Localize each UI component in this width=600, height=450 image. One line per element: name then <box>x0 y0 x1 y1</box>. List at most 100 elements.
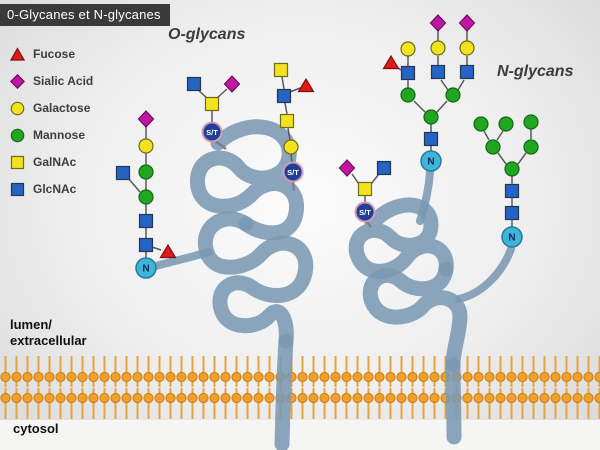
protein-left-arm-to-n-site <box>148 248 213 271</box>
glycan-tree-n3: N <box>473 114 539 248</box>
st-site-label: S/T <box>206 128 218 137</box>
legend-item-sialic-acid: Sialic Acid <box>10 73 94 89</box>
glycan-tree-n1: N <box>115 110 177 279</box>
sialic-acid-icon <box>10 73 25 89</box>
sialic-acid-icon <box>458 14 476 32</box>
n-site-label: N <box>427 157 434 168</box>
galnac-icon <box>10 155 25 169</box>
mannose-icon <box>523 114 539 130</box>
n-glycan-attachment-site: N <box>135 257 157 279</box>
legend: Fucose Sialic Acid Galactose Mannose Gal… <box>10 46 94 209</box>
glcnac-icon <box>430 64 446 80</box>
protein-right-arm-to-n-site-right <box>455 245 515 303</box>
legend-item-glcnac: GlcNAc <box>10 182 93 196</box>
st-site-label: S/T <box>359 208 371 217</box>
st-site-circle <box>201 121 223 143</box>
lumen-label-line2: extracellular <box>10 333 87 348</box>
legend-label: Galactose <box>33 101 91 115</box>
glcnac-icon <box>10 182 25 196</box>
lumen-extracellular-label: lumen/ extracellular <box>10 317 87 349</box>
legend-item-galnac: GalNAc <box>10 155 93 169</box>
membrane-bilayer <box>0 356 600 419</box>
glcnac-icon <box>138 213 154 229</box>
glcnac-icon <box>276 88 292 104</box>
mannose-icon <box>523 139 539 155</box>
fucose-icon <box>159 244 177 259</box>
galactose-icon <box>10 101 25 115</box>
galnac-icon <box>204 96 220 112</box>
glcnac-icon <box>115 165 131 181</box>
glycan-tree-o1: S/T <box>186 75 241 143</box>
glcnac-icon <box>186 76 202 92</box>
protein-right-loops-lower <box>362 261 468 373</box>
lumen-label-line1: lumen/ <box>10 317 52 332</box>
glycan-tree-o2: S/T <box>273 62 315 183</box>
o-glycan-attachment-site: S/T <box>282 161 304 183</box>
legend-item-mannose: Mannose <box>10 128 93 142</box>
mannose-icon <box>400 87 416 103</box>
legend-label: GlcNAc <box>33 182 77 196</box>
membrane-bottom-leaflet <box>0 388 600 419</box>
protein-right <box>348 168 515 445</box>
n-site-label: N <box>508 233 515 244</box>
glcnac-icon <box>459 64 475 80</box>
galnac-icon <box>279 113 295 129</box>
n-site-label: N <box>142 264 149 275</box>
glycan-links <box>127 127 162 258</box>
legend-label: GalNAc <box>33 155 77 169</box>
legend-label: Mannose <box>33 128 86 142</box>
cytosol-band <box>0 420 600 450</box>
protein-right-transmembrane-tail <box>445 357 462 445</box>
n-glycan-attachment-site: N <box>420 150 442 172</box>
st-site-label: S/T <box>287 168 299 177</box>
o-glycan-attachment-site: S/T <box>354 201 376 223</box>
st-site-circle <box>354 201 376 223</box>
glcnac-icon <box>138 237 154 253</box>
n-site-circle <box>420 150 442 172</box>
protein-left-loops-upper <box>190 119 304 241</box>
glycan-tree-o3: S/T <box>338 159 392 223</box>
mannose-icon <box>504 161 520 177</box>
glcnac-icon <box>400 65 416 81</box>
glcnac-icon <box>376 160 392 176</box>
galnac-icon <box>273 62 289 78</box>
mannose-icon <box>473 116 489 132</box>
mannose-icon <box>445 87 461 103</box>
glcnac-icon <box>504 183 520 199</box>
fucose-icon <box>382 55 400 70</box>
protein-left-transmembrane-tail <box>274 333 294 450</box>
membrane-top-leaflet <box>0 356 600 387</box>
sialic-acid-icon <box>338 159 356 177</box>
glcnac-icon <box>423 131 439 147</box>
legend-label: Sialic Acid <box>33 74 94 88</box>
fucose-icon <box>297 78 315 93</box>
mannose-icon <box>138 164 154 180</box>
sialic-acid-icon <box>137 110 155 128</box>
n-site-circle <box>501 226 523 248</box>
galactose-icon <box>430 40 446 56</box>
sialic-acid-icon <box>429 14 447 32</box>
st-site-circle <box>282 161 304 183</box>
galactose-icon <box>138 138 154 154</box>
galnac-icon <box>357 181 373 197</box>
protein-right-arm-to-n-site-top <box>416 168 434 225</box>
glycan-links <box>483 129 532 227</box>
legend-item-galactose: Galactose <box>10 101 93 115</box>
mannose-icon <box>10 128 25 142</box>
mannose-icon <box>138 189 154 205</box>
glcnac-icon <box>504 205 520 221</box>
glycan-tree-n2: N <box>382 14 476 172</box>
glycan-links <box>281 76 301 164</box>
fucose-icon <box>10 46 25 61</box>
protein-right-loops-upper <box>348 197 454 279</box>
mannose-icon <box>498 116 514 132</box>
galactose-icon <box>283 139 299 155</box>
page-title: 0-Glycanes et N-glycanes <box>0 4 170 26</box>
n-glycans-heading: N-glycans <box>497 63 574 80</box>
legend-item-fucose: Fucose <box>10 46 93 61</box>
mannose-icon <box>485 139 501 155</box>
o-glycans-heading: O-glycans <box>168 26 246 43</box>
n-glycan-attachment-site: N <box>501 226 523 248</box>
